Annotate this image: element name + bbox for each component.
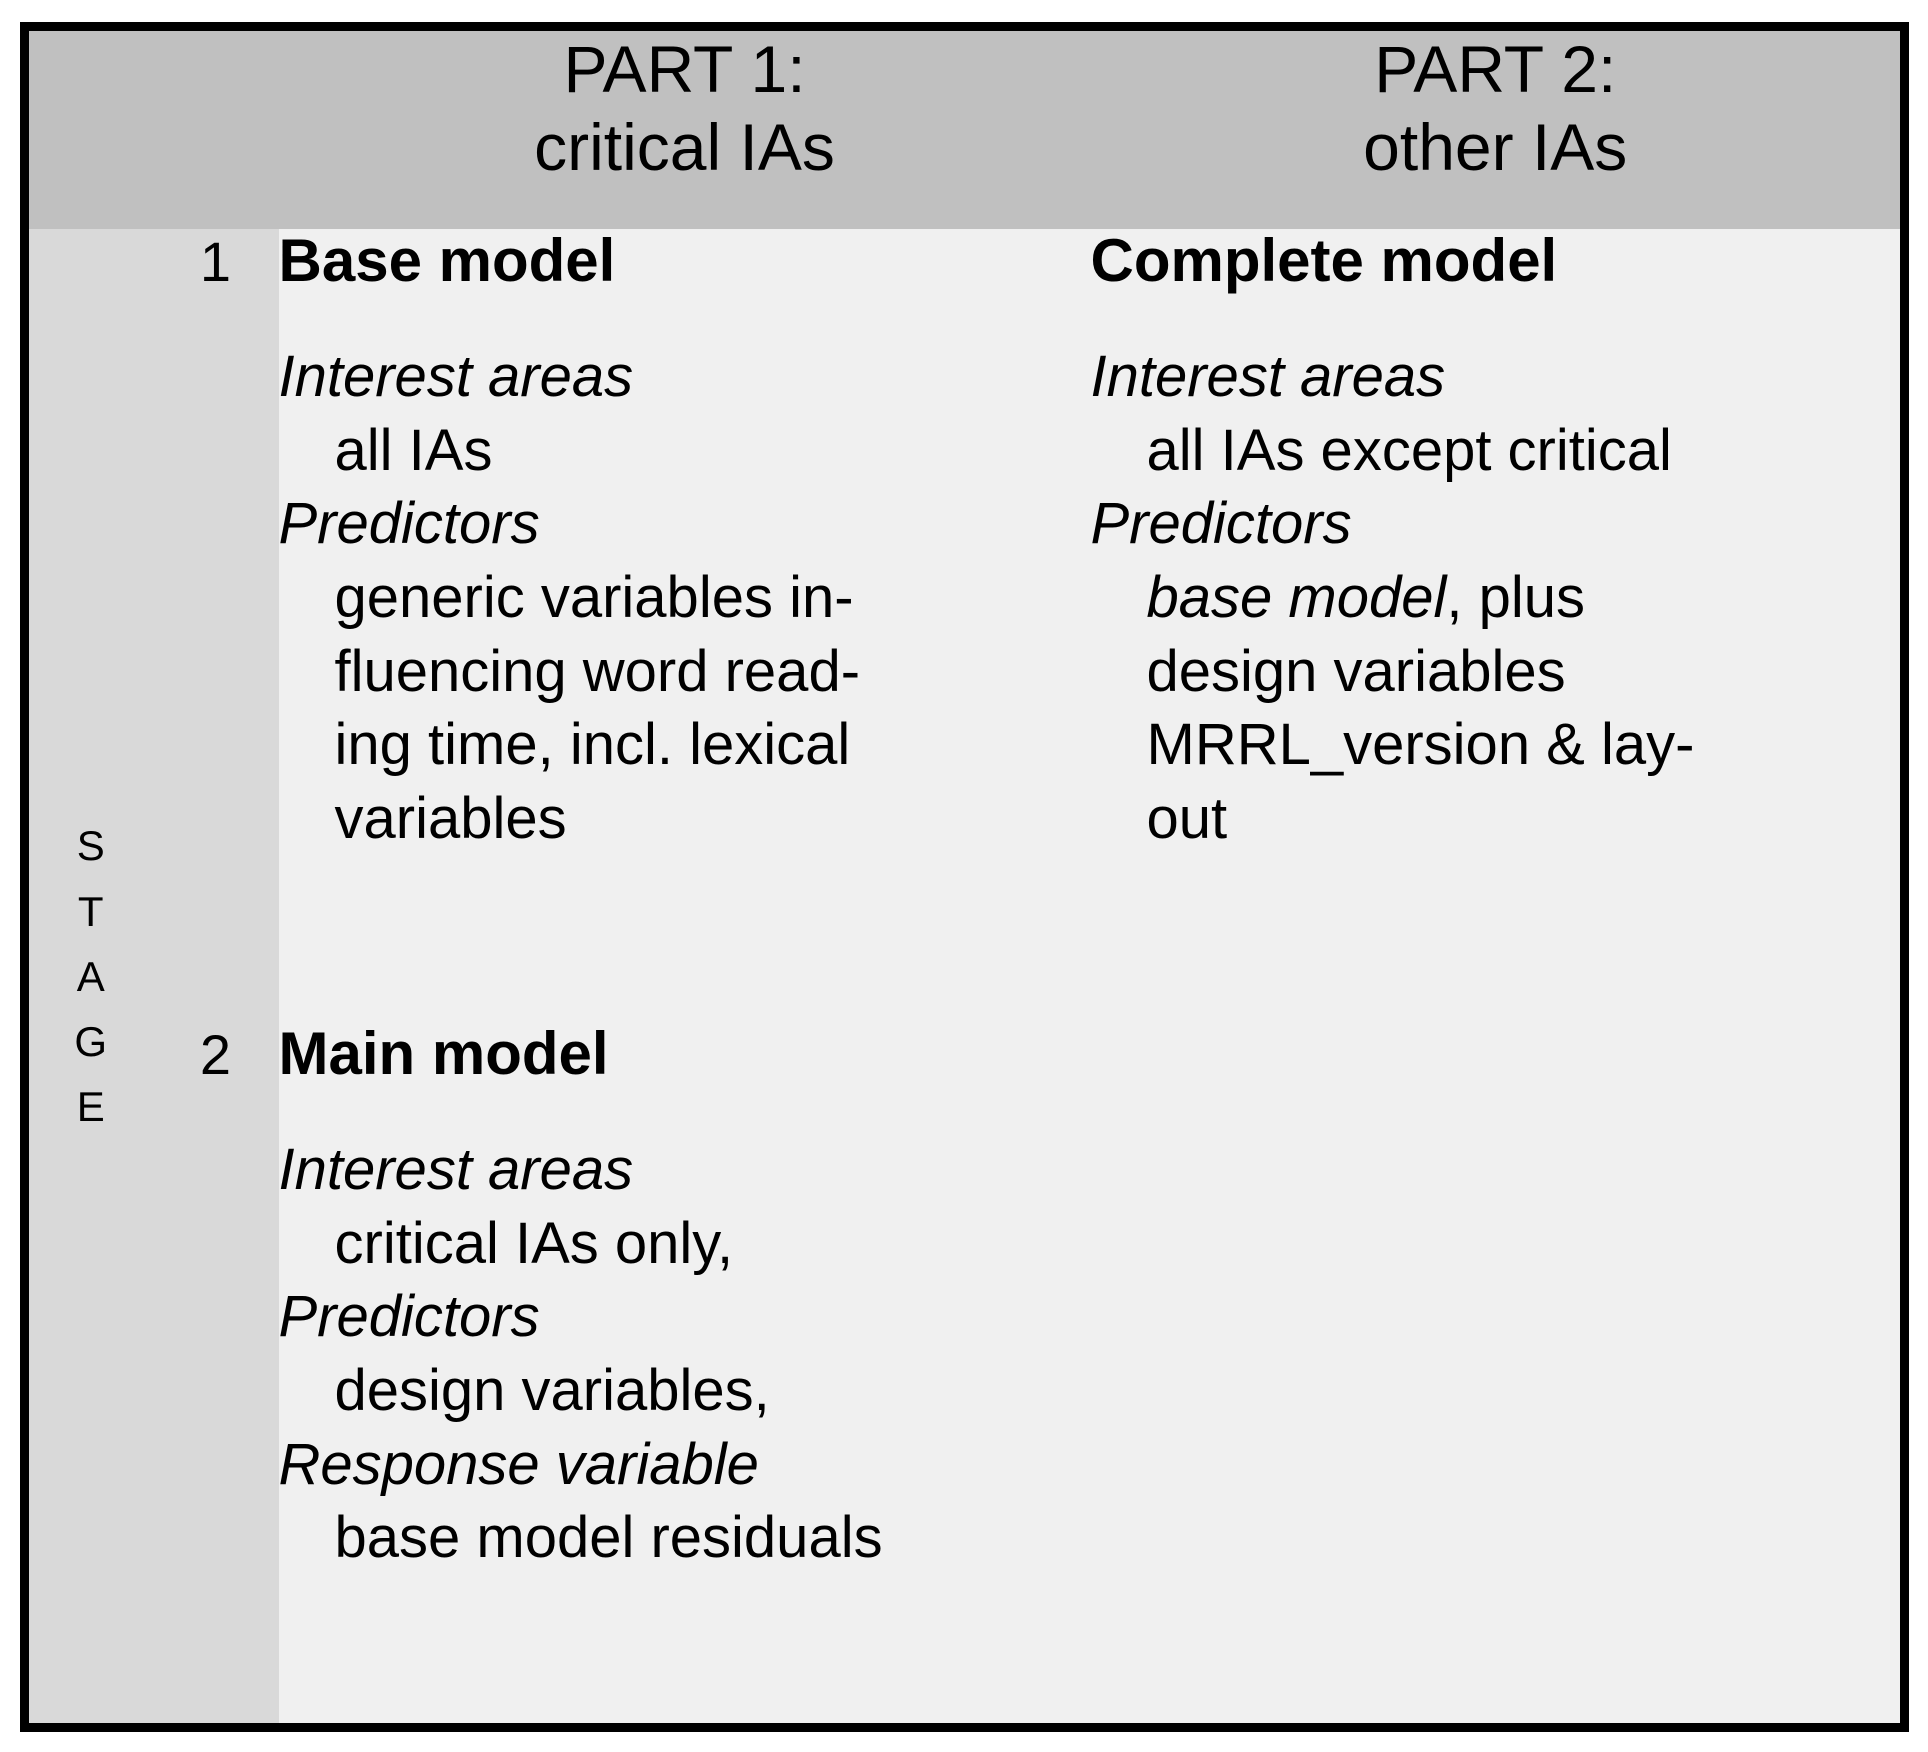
field-value-predictors-p1s2: design variables, [334, 1357, 770, 1423]
stage-letter-e: E [76, 1082, 105, 1130]
predictors-line-4: variables [334, 786, 567, 852]
field-label-predictors-p1s2: Predictors [278, 1284, 540, 1350]
field-value-interest-areas-p1s2: critical IAs only, [334, 1210, 734, 1276]
field-label-predictors-p1s1: Predictors [278, 491, 540, 557]
cell-part1-stage2: Main model Interest areas critical IAs o… [278, 1020, 1091, 1728]
predictors-line-3: ing time, incl. lexical [334, 712, 851, 778]
table-row-stage-1: S T A G E 1 Base model Interest areas al… [24, 227, 1905, 1728]
field-label-interest-areas-p1s1: Interest areas [278, 344, 634, 410]
stage-letter-t: T [77, 887, 104, 935]
field-label-response-variable-p1s2: Response variable [278, 1431, 759, 1497]
study-design-table: PART 1: critical IAs PART 2: other IAs S… [20, 22, 1909, 1732]
cell-part2-stage2-empty [1090, 1022, 1905, 1728]
predictors-line-2: fluencing word read- [334, 638, 861, 704]
stage-axis-label: S T A G E [24, 229, 153, 1728]
header-part-2-line-1: PART 2: [1374, 32, 1617, 106]
predictors-rest-line-1: , plus [1446, 565, 1585, 631]
header-part-2-line-2: other IAs [1363, 109, 1628, 184]
header-corner-blank [24, 26, 279, 230]
model-title-complete: Complete model [1090, 227, 1558, 295]
table-row-stage-2: 2 Main model Interest areas critical IAs… [25, 1020, 1905, 1728]
field-label-interest-areas-p2s1: Interest areas [1090, 344, 1446, 410]
field-value-response-variable-p1s2: base model residuals [334, 1505, 883, 1571]
table-header-row: PART 1: critical IAs PART 2: other IAs [24, 26, 1905, 230]
stage-axis-letters: S T A G E [29, 229, 153, 1723]
field-value-interest-areas-p2s1: all IAs except critical [1146, 417, 1672, 483]
predictors-rest-line-4: out [1146, 786, 1228, 852]
stage-number-2: 2 [152, 1022, 279, 1728]
predictors-rest-line-2: design variables [1146, 638, 1566, 704]
field-label-predictors-p2s1: Predictors [1090, 491, 1352, 557]
stage-letter-g: G [74, 1017, 108, 1065]
stage-letter-a: A [76, 952, 105, 1000]
model-title-base: Base model [278, 227, 616, 295]
predictors-line-1: generic variables in- [334, 565, 854, 631]
header-part-1: PART 1: critical IAs [278, 26, 1091, 230]
predictors-base-model-ref: base model [1146, 565, 1447, 631]
field-value-predictors-p2s1: base model, plus design variables MRRL_v… [1147, 561, 1901, 856]
cell-part1-stage1: Base model Interest areas all IAs Predic… [278, 227, 1091, 1023]
stage-number-1: 1 [152, 229, 279, 1023]
stage-letter-s: S [76, 822, 105, 870]
field-value-interest-areas-p1s1: all IAs [334, 417, 493, 483]
header-part-1-line-1: PART 1: [563, 32, 806, 106]
predictors-rest-line-3: MRRL_version & lay- [1146, 712, 1695, 778]
header-part-1-line-2: critical IAs [534, 109, 835, 184]
header-part-2: PART 2: other IAs [1090, 26, 1905, 230]
model-title-main: Main model [278, 1020, 609, 1088]
field-value-predictors-p1s1: generic variables in- fluencing word rea… [335, 561, 1091, 856]
cell-part2-stage1: Complete model Interest areas all IAs ex… [1090, 227, 1905, 1023]
field-label-interest-areas-p1s2: Interest areas [278, 1136, 634, 1202]
